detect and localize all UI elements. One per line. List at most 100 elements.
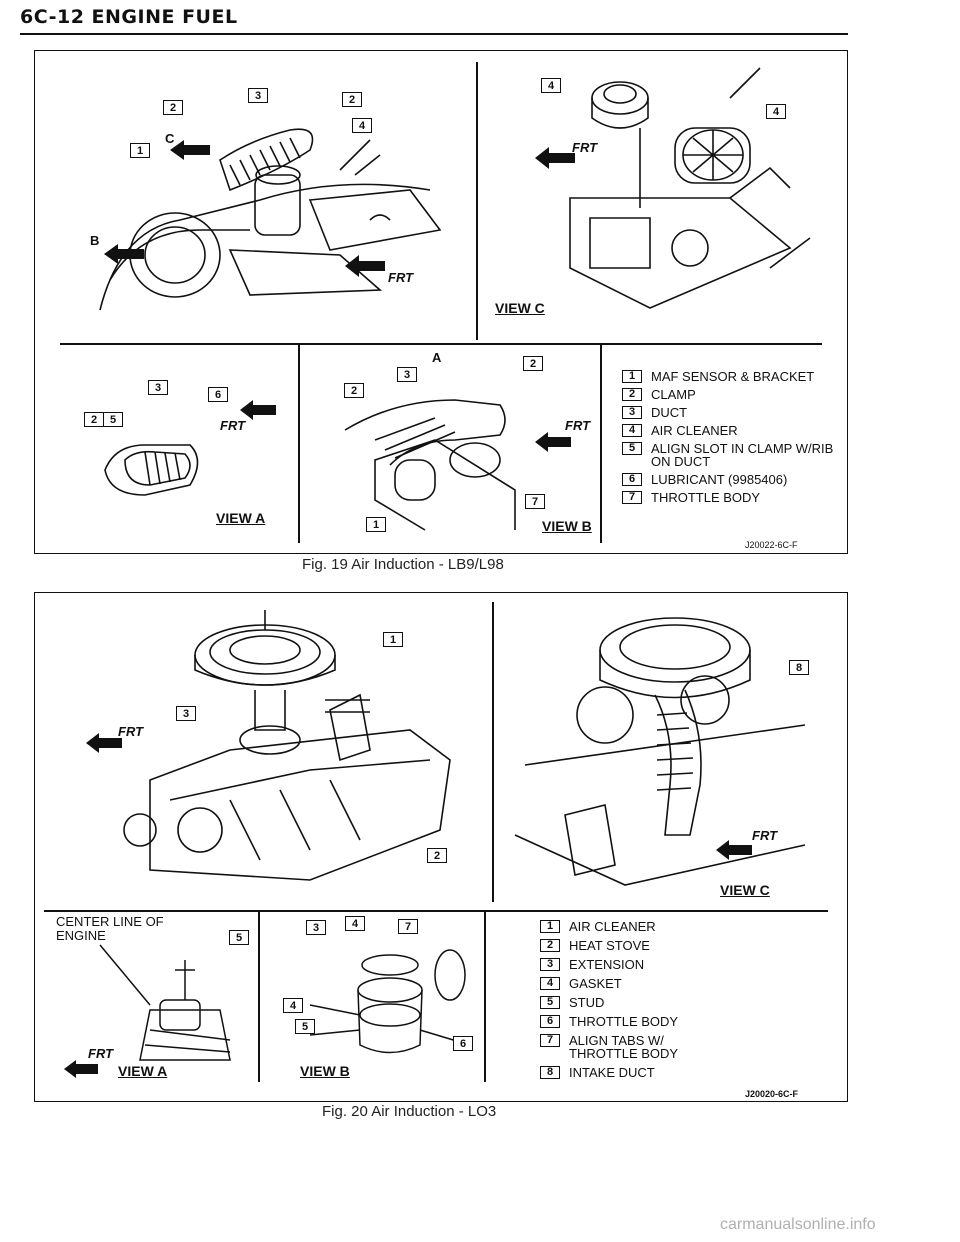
fig19-code: J20022-6C-F [745, 540, 798, 550]
fig20-divider-right [484, 910, 486, 1082]
legend-number: 6 [540, 1015, 560, 1028]
legend-number: 7 [540, 1034, 560, 1047]
fig19-a-callout-6: 6 [208, 387, 228, 402]
fig20-engine-illustration [123, 610, 451, 881]
figure-20-frame [34, 592, 848, 1102]
fig19-callout-3-top: 3 [248, 88, 268, 103]
legend-item: 4 GASKET [540, 977, 759, 990]
legend-number: 7 [622, 491, 642, 504]
fig20-frt-label-c: FRT [752, 828, 778, 843]
legend-text: STUD [569, 995, 605, 1010]
fig19-view-c-illustration [569, 67, 811, 309]
legend-number: 3 [622, 406, 642, 419]
fig19-b-callout-7: 7 [525, 494, 545, 509]
fig19-frt-label-a: FRT [220, 418, 246, 433]
fig19-callout-2-topleft: 2 [163, 100, 183, 115]
header-rule [20, 33, 848, 35]
front-arrow-icon [345, 255, 385, 277]
legend-number: 2 [622, 388, 642, 401]
front-arrow-icon [535, 147, 575, 169]
fig19-engine-illustration [99, 128, 442, 311]
legend-text: AIR CLEANER [651, 423, 738, 438]
watermark: carmanualsonline.info [720, 1216, 876, 1233]
legend-text: ALIGN SLOT IN CLAMP W/RIB ON DUCT [651, 441, 834, 469]
front-arrow-icon [86, 733, 122, 753]
fig19-a-callout-3: 3 [148, 380, 168, 395]
fig20-center-line-label: CENTER LINE OF ENGINE [56, 914, 164, 943]
arrow-icon [104, 244, 144, 264]
fig20-b-callout-7: 7 [398, 919, 418, 934]
front-arrow-icon [64, 1060, 98, 1078]
fig20-code: J20020-6C-F [745, 1089, 799, 1099]
legend-number: 1 [622, 370, 642, 383]
fig19-caption: Fig. 19 Air Induction - LB9/L98 [302, 556, 504, 573]
fig20-divider-horizontal [44, 910, 828, 912]
fig20-callout-2: 2 [427, 848, 447, 863]
legend-item: 5 ALIGN SLOT IN CLAMP W/RIB ON DUCT [622, 442, 841, 468]
legend-item: 1 MAF SENSOR & BRACKET [622, 370, 841, 383]
fig19-marker-b: B [90, 233, 100, 248]
legend-text: THROTTLE BODY [569, 1014, 679, 1029]
fig20-callout-1: 1 [383, 632, 403, 647]
legend-text: DUCT [651, 405, 688, 420]
fig20-frt-label-a: FRT [88, 1046, 114, 1061]
fig19-a-callout-2: 2 [84, 412, 104, 427]
legend-number: 5 [622, 442, 642, 455]
fig19-b-callout-2-top: 2 [523, 356, 543, 371]
legend-number: 1 [540, 920, 560, 933]
fig20-b-callout-4-top: 4 [345, 916, 365, 931]
fig19-divider-vertical-top [476, 62, 478, 340]
fig20-frt-label-1: FRT [118, 724, 144, 739]
page-header: 6C-12 ENGINE FUEL [20, 6, 238, 28]
fig20-c-callout-8: 8 [789, 660, 809, 675]
fig19-frt-label-c: FRT [572, 140, 598, 155]
legend-number: 4 [622, 424, 642, 437]
fig20-b-callout-4-left: 4 [283, 998, 303, 1013]
fig19-view-c-label: VIEW C [495, 300, 545, 316]
legend-text: THROTTLE BODY [651, 490, 761, 505]
fig20-b-callout-6: 6 [453, 1036, 473, 1051]
fig20-view-a-illustration [99, 944, 231, 1061]
fig19-divider-horizontal [60, 343, 822, 345]
fig19-marker-a: A [432, 350, 442, 365]
legend-item: 7 THROTTLE BODY [622, 491, 841, 504]
legend-item: 4 AIR CLEANER [622, 424, 841, 437]
legend-item: 3 DUCT [622, 406, 841, 419]
fig19-a-callout-5: 5 [103, 412, 123, 427]
legend-number: 8 [540, 1066, 560, 1079]
fig20-view-c-label: VIEW C [720, 882, 770, 898]
fig19-view-a-label: VIEW A [216, 510, 266, 526]
legend-text: HEAT STOVE [569, 938, 650, 953]
fig19-callout-2-topright: 2 [342, 92, 362, 107]
legend-text: GASKET [569, 976, 622, 991]
legend-number: 3 [540, 958, 560, 971]
legend-number: 6 [622, 473, 642, 486]
fig20-a-callout-5: 5 [229, 930, 249, 945]
fig19-divider-right [600, 343, 602, 543]
fig20-view-b-label: VIEW B [300, 1063, 350, 1079]
fig20-callout-3: 3 [176, 706, 196, 721]
arrow-icon [170, 140, 210, 160]
legend-text: ALIGN TABS W/ THROTTLE BODY [569, 1033, 679, 1061]
front-arrow-icon [240, 400, 276, 420]
fig19-marker-c: C [165, 131, 175, 146]
fig19-c-callout-4-left: 4 [541, 78, 561, 93]
fig20-caption: Fig. 20 Air Induction - LO3 [322, 1103, 497, 1120]
fig19-b-callout-1: 1 [366, 517, 386, 532]
legend-number: 4 [540, 977, 560, 990]
fig19-view-a-illustration [104, 444, 199, 496]
fig20-view-a-label: VIEW A [118, 1063, 168, 1079]
fig19-divider-left [298, 343, 300, 543]
front-arrow-icon [535, 432, 571, 452]
front-arrow-icon [716, 840, 752, 860]
fig19-callout-1-left: 1 [130, 143, 150, 158]
legend-text: MAF SENSOR & BRACKET [651, 369, 815, 384]
legend-item: 7 ALIGN TABS W/ THROTTLE BODY [540, 1034, 759, 1060]
